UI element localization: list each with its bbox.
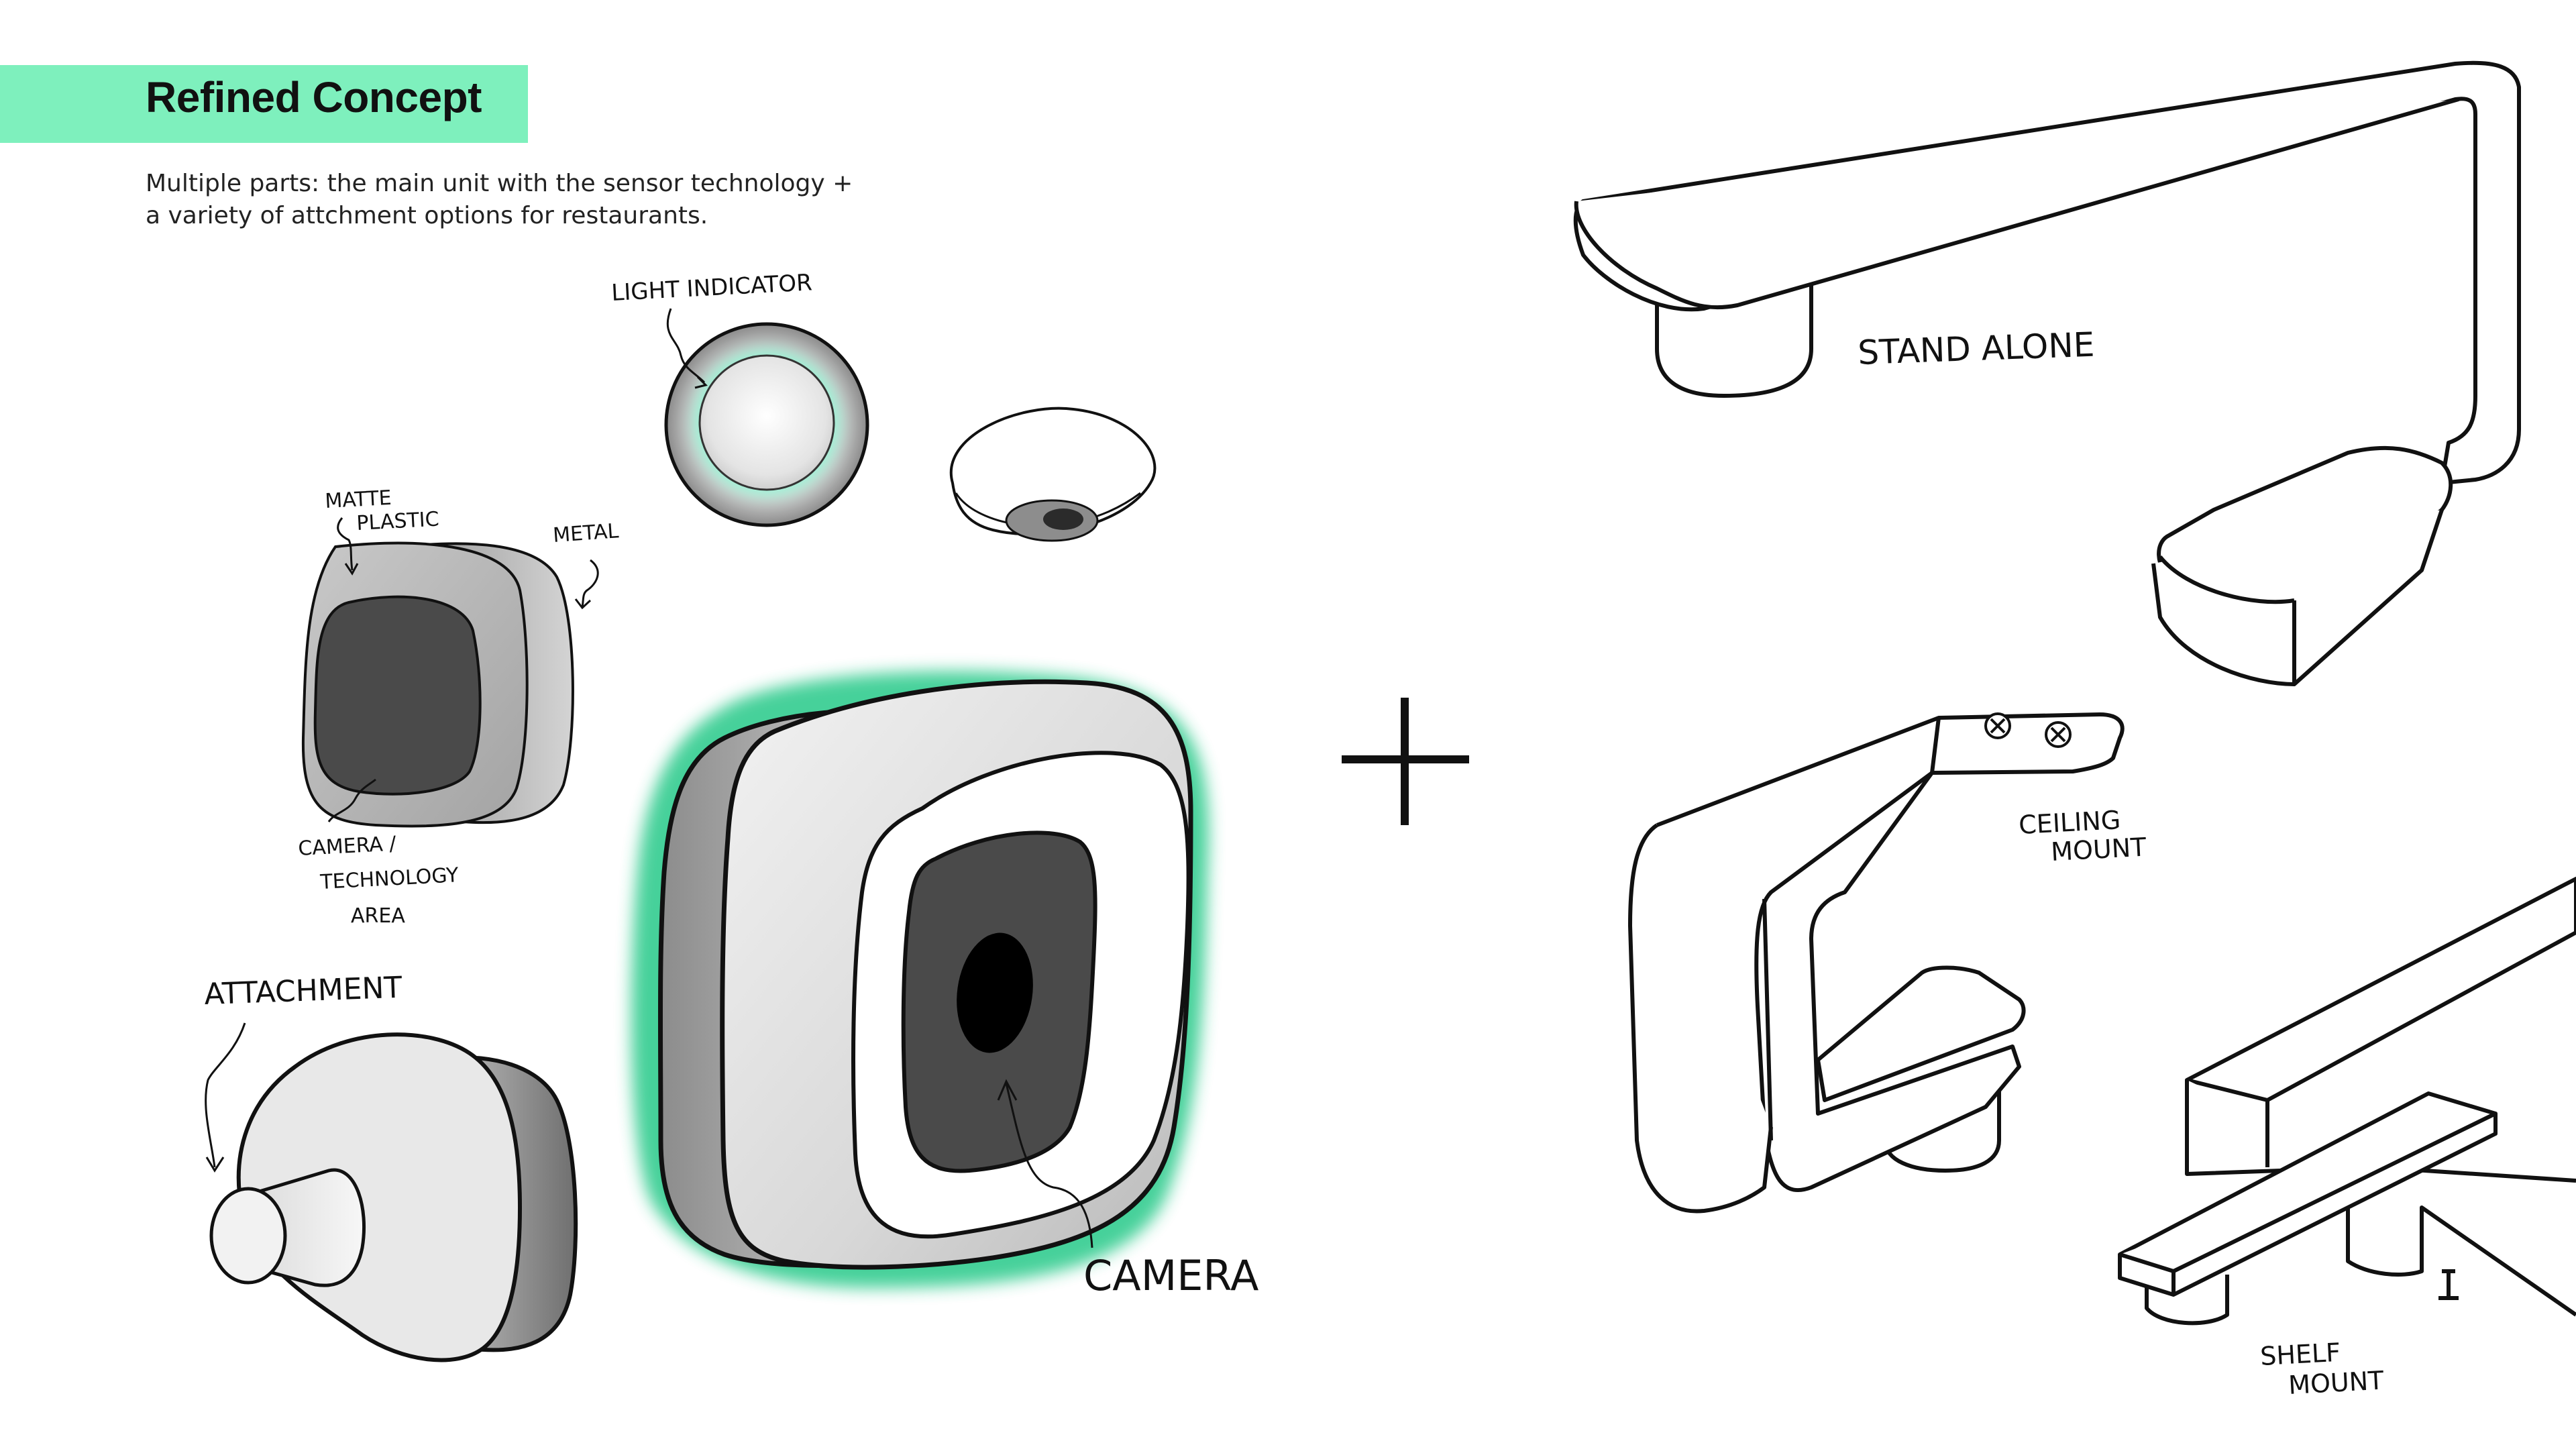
label-metal: METAL (552, 519, 620, 547)
description-line-2: a variety of attchment options for resta… (146, 202, 708, 229)
light-indicator-unit (664, 322, 869, 527)
label-attachment: ATTACHMENT (204, 971, 403, 1012)
matte-leader (337, 517, 354, 571)
description: Multiple parts: the main unit with the s… (146, 168, 917, 232)
label-shelf-1: SHELF (2259, 1338, 2341, 1371)
label-camera-area-2: TECHNOLOGY (319, 863, 460, 894)
label-camera-area-3: AREA (351, 904, 405, 928)
plus-icon (1342, 698, 1469, 825)
label-matte-2: PLASTIC (356, 508, 440, 535)
label-ceiling-2: MOUNT (2050, 833, 2147, 867)
shelf-mount (2118, 877, 2576, 1326)
description-line-1: Multiple parts: the main unit with the s… (146, 170, 853, 197)
attachment-unit (209, 1032, 578, 1362)
camera-area-leader (327, 778, 376, 822)
ceiling-mount (1628, 712, 2125, 1214)
label-shelf-2: MOUNT (2288, 1366, 2385, 1400)
page-title: Refined Concept (146, 73, 482, 121)
camera-leader (1005, 1083, 1093, 1248)
stand-alone-mount (1573, 60, 2521, 686)
camera-unit-large (631, 671, 1209, 1288)
label-camera: CAMERA (1083, 1251, 1258, 1300)
label-ceiling-1: CEILING (2018, 805, 2121, 840)
label-matte-1: MATTE (325, 486, 392, 513)
label-camera-area-1: CAMERA / (298, 832, 398, 861)
label-stand-alone: STAND ALONE (1857, 325, 2095, 372)
dome-sensor-unit (949, 407, 1157, 542)
screw-icons (1990, 718, 2066, 743)
light-indicator-leader (666, 308, 706, 384)
metal-leader (581, 559, 599, 608)
title-highlight-bar (0, 65, 528, 143)
attachment-leader (205, 1022, 246, 1168)
label-light-indicator: LIGHT INDICATOR (610, 269, 812, 307)
main-unit-small (301, 541, 574, 828)
